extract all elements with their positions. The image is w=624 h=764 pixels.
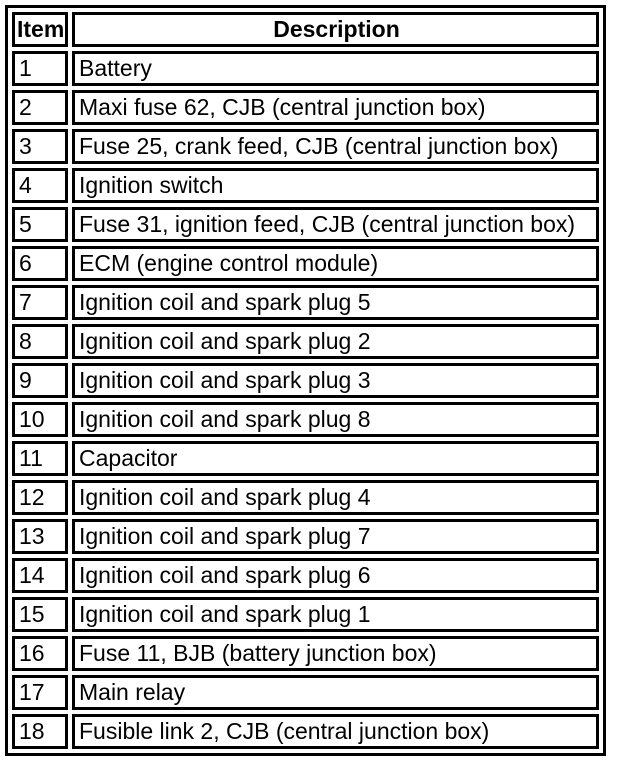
table-row: 10 Ignition coil and spark plug 8 <box>12 402 599 437</box>
item-number-cell: 14 <box>12 558 68 593</box>
description-cell: Ignition coil and spark plug 4 <box>72 480 599 515</box>
description-cell: Fuse 25, crank feed, CJB (central juncti… <box>72 129 599 164</box>
table-row: 12 Ignition coil and spark plug 4 <box>12 480 599 515</box>
description-cell: Ignition coil and spark plug 6 <box>72 558 599 593</box>
table-row: 11 Capacitor <box>12 441 599 476</box>
description-cell: Fuse 31, ignition feed, CJB (central jun… <box>72 207 599 242</box>
table-body: 1 Battery 2 Maxi fuse 62, CJB (central j… <box>12 51 599 749</box>
table-row: 1 Battery <box>12 51 599 86</box>
item-number-cell: 1 <box>12 51 68 86</box>
item-number-cell: 5 <box>12 207 68 242</box>
table-row: 17 Main relay <box>12 675 599 710</box>
table-row: 14 Ignition coil and spark plug 6 <box>12 558 599 593</box>
table-row: 16 Fuse 11, BJB (battery junction box) <box>12 636 599 671</box>
item-number-cell: 15 <box>12 597 68 632</box>
header-row: Item Description <box>12 12 599 47</box>
description-cell: Ignition coil and spark plug 7 <box>72 519 599 554</box>
item-number-cell: 7 <box>12 285 68 320</box>
item-number-cell: 4 <box>12 168 68 203</box>
description-cell: Ignition coil and spark plug 1 <box>72 597 599 632</box>
description-cell: Ignition coil and spark plug 8 <box>72 402 599 437</box>
item-number-cell: 10 <box>12 402 68 437</box>
description-cell: Maxi fuse 62, CJB (central junction box) <box>72 90 599 125</box>
description-cell: ECM (engine control module) <box>72 246 599 281</box>
table-row: 18 Fusible link 2, CJB (central junction… <box>12 714 599 749</box>
table-header: Item Description <box>12 12 599 47</box>
item-number-cell: 18 <box>12 714 68 749</box>
item-number-cell: 13 <box>12 519 68 554</box>
item-number-cell: 8 <box>12 324 68 359</box>
description-cell: Capacitor <box>72 441 599 476</box>
table-row: 9 Ignition coil and spark plug 3 <box>12 363 599 398</box>
table-row: 7 Ignition coil and spark plug 5 <box>12 285 599 320</box>
description-cell: Fuse 11, BJB (battery junction box) <box>72 636 599 671</box>
item-number-cell: 3 <box>12 129 68 164</box>
item-number-cell: 6 <box>12 246 68 281</box>
description-cell: Main relay <box>72 675 599 710</box>
table-row: 5 Fuse 31, ignition feed, CJB (central j… <box>12 207 599 242</box>
description-cell: Fusible link 2, CJB (central junction bo… <box>72 714 599 749</box>
item-number-cell: 11 <box>12 441 68 476</box>
item-number-cell: 17 <box>12 675 68 710</box>
table-row: 8 Ignition coil and spark plug 2 <box>12 324 599 359</box>
component-legend-table: Item Description 1 Battery 2 Maxi fuse 6… <box>5 5 606 756</box>
column-header-item: Item <box>12 12 68 47</box>
description-cell: Ignition coil and spark plug 2 <box>72 324 599 359</box>
item-number-cell: 9 <box>12 363 68 398</box>
item-number-cell: 16 <box>12 636 68 671</box>
table-row: 3 Fuse 25, crank feed, CJB (central junc… <box>12 129 599 164</box>
description-cell: Battery <box>72 51 599 86</box>
description-cell: Ignition coil and spark plug 5 <box>72 285 599 320</box>
item-number-cell: 2 <box>12 90 68 125</box>
item-number-cell: 12 <box>12 480 68 515</box>
table-row: 4 Ignition switch <box>12 168 599 203</box>
table-row: 6 ECM (engine control module) <box>12 246 599 281</box>
description-cell: Ignition switch <box>72 168 599 203</box>
table-row: 15 Ignition coil and spark plug 1 <box>12 597 599 632</box>
column-header-description: Description <box>72 12 599 47</box>
table-row: 13 Ignition coil and spark plug 7 <box>12 519 599 554</box>
description-cell: Ignition coil and spark plug 3 <box>72 363 599 398</box>
table-row: 2 Maxi fuse 62, CJB (central junction bo… <box>12 90 599 125</box>
